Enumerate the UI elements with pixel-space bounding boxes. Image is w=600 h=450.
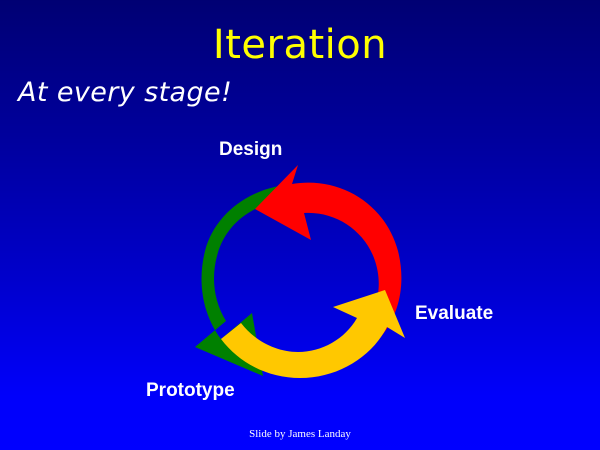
red-arrow-design	[255, 165, 402, 339]
stage-label-prototype: Prototype	[146, 380, 235, 401]
slide-subtitle: At every stage!	[18, 77, 233, 108]
slide-credit: Slide by James Landay	[249, 428, 351, 440]
page-title: Iteration	[212, 22, 388, 68]
stage-label-design: Design	[219, 139, 283, 160]
stage-label-evaluate: Evaluate	[415, 303, 494, 324]
yellow-arrow-evaluate	[221, 290, 405, 378]
green-arrow-prototype	[195, 184, 300, 376]
